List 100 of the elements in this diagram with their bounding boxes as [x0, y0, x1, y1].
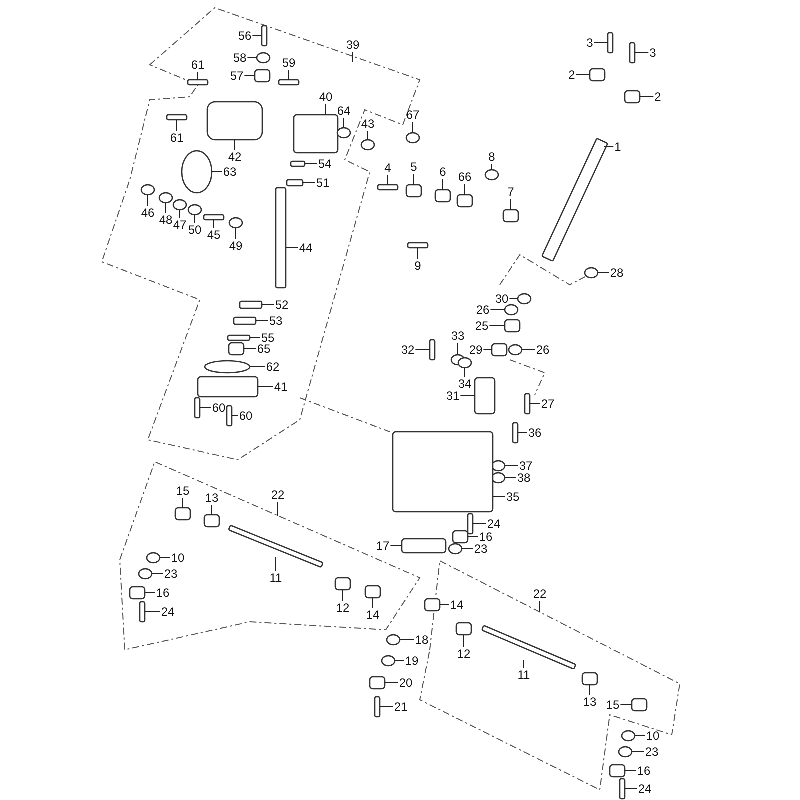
block-part: [582, 672, 598, 686]
callout-number: 52: [274, 298, 290, 312]
round-part: [386, 634, 401, 646]
round-part: [621, 730, 636, 742]
callout-number: 40: [318, 90, 334, 104]
callout-number: 12: [456, 647, 472, 661]
leader-line: [394, 660, 405, 662]
callout-number: 47: [172, 218, 188, 232]
callout-number: 23: [644, 745, 660, 759]
callout-number: 22: [532, 587, 548, 601]
callout-number: 13: [204, 491, 220, 505]
callout-number: 18: [414, 633, 430, 647]
rod-part: [512, 422, 519, 444]
leader-line: [288, 70, 290, 80]
callout-number: 2: [654, 90, 662, 104]
callout-number: 57: [229, 69, 245, 83]
callout-number: 55: [260, 331, 276, 345]
block-part: [174, 507, 192, 521]
callout-number: 24: [160, 605, 176, 619]
callout-number: 2: [568, 68, 576, 82]
callout-number: 7: [506, 185, 516, 199]
callout-number: 17: [375, 539, 391, 553]
callout-number: 15: [175, 484, 191, 498]
leader-line: [640, 96, 654, 98]
rod-part: [467, 513, 474, 535]
round-part: [517, 293, 532, 305]
callout-number: 20: [398, 676, 414, 690]
callout-number: 11: [516, 668, 532, 682]
callout-number: 19: [404, 654, 420, 668]
leader-line: [380, 706, 394, 708]
rod-part: [377, 184, 399, 191]
leader-line: [412, 122, 414, 134]
callout-number: 22: [270, 488, 286, 502]
leader-line: [302, 182, 316, 184]
block-part: [624, 90, 641, 104]
block-part: [129, 586, 146, 600]
callout-number: 30: [494, 292, 510, 306]
leader-line: [509, 298, 518, 300]
rod-part: [187, 79, 209, 86]
block-part: [406, 184, 422, 198]
callout-number: 67: [405, 108, 421, 122]
callout-number: 34: [457, 377, 473, 391]
round-part: [146, 552, 161, 564]
block-part: [204, 514, 220, 528]
leader-line: [384, 682, 399, 684]
callout-number: 36: [527, 426, 543, 440]
callout-number: 66: [457, 170, 473, 184]
leader-line: [342, 590, 344, 602]
leader-line: [372, 598, 374, 608]
round-part: [228, 217, 244, 229]
block-part: [254, 69, 271, 83]
rod-part: [239, 300, 263, 310]
rod-part: [275, 187, 287, 289]
callout-number: 45: [206, 228, 222, 242]
callout-number: 3: [648, 46, 658, 60]
callout-number: 16: [155, 586, 171, 600]
block-part: [424, 598, 441, 612]
callout-number: 46: [140, 206, 156, 220]
callout-number: 16: [636, 764, 652, 778]
leader-line: [624, 788, 638, 790]
callout-number: 8: [488, 150, 496, 164]
callout-number: 28: [609, 266, 625, 280]
rod-part: [227, 334, 251, 342]
callout-number: 9: [414, 259, 422, 273]
rod-part: [429, 339, 436, 361]
rod-part: [194, 397, 201, 419]
callout-number: 25: [474, 319, 490, 333]
round-part: [504, 304, 519, 316]
rod-part: [524, 393, 531, 415]
motor-part: [206, 101, 264, 141]
leader-line: [144, 592, 156, 594]
block-part: [392, 431, 494, 513]
round-part: [256, 52, 271, 64]
callout-number: 4: [384, 161, 392, 175]
leader-line: [510, 198, 512, 210]
block-part: [401, 538, 447, 554]
callout-number: 24: [486, 517, 502, 531]
callout-number: 35: [505, 490, 521, 504]
leader-line: [576, 74, 590, 76]
block-part: [434, 189, 452, 203]
callout-number: 51: [315, 176, 331, 190]
round-part: [138, 568, 153, 580]
rod-part: [233, 316, 257, 326]
block-part: [452, 530, 469, 544]
callout-number: 60: [238, 409, 254, 423]
round-part: [448, 543, 463, 555]
callout-number: 61: [190, 58, 206, 72]
block-part: [228, 342, 245, 356]
rod-part: [226, 405, 233, 427]
leader-line: [194, 214, 196, 224]
rod-part: [607, 32, 614, 54]
block-part: [491, 343, 508, 357]
leader-line: [462, 548, 474, 550]
callout-number: 64: [336, 104, 352, 118]
round-part: [188, 204, 202, 216]
callout-number: 50: [187, 223, 203, 237]
callout-number: 33: [450, 329, 466, 343]
leader-line: [464, 368, 466, 378]
leader-line: [620, 704, 632, 706]
callout-number: 12: [335, 601, 351, 615]
